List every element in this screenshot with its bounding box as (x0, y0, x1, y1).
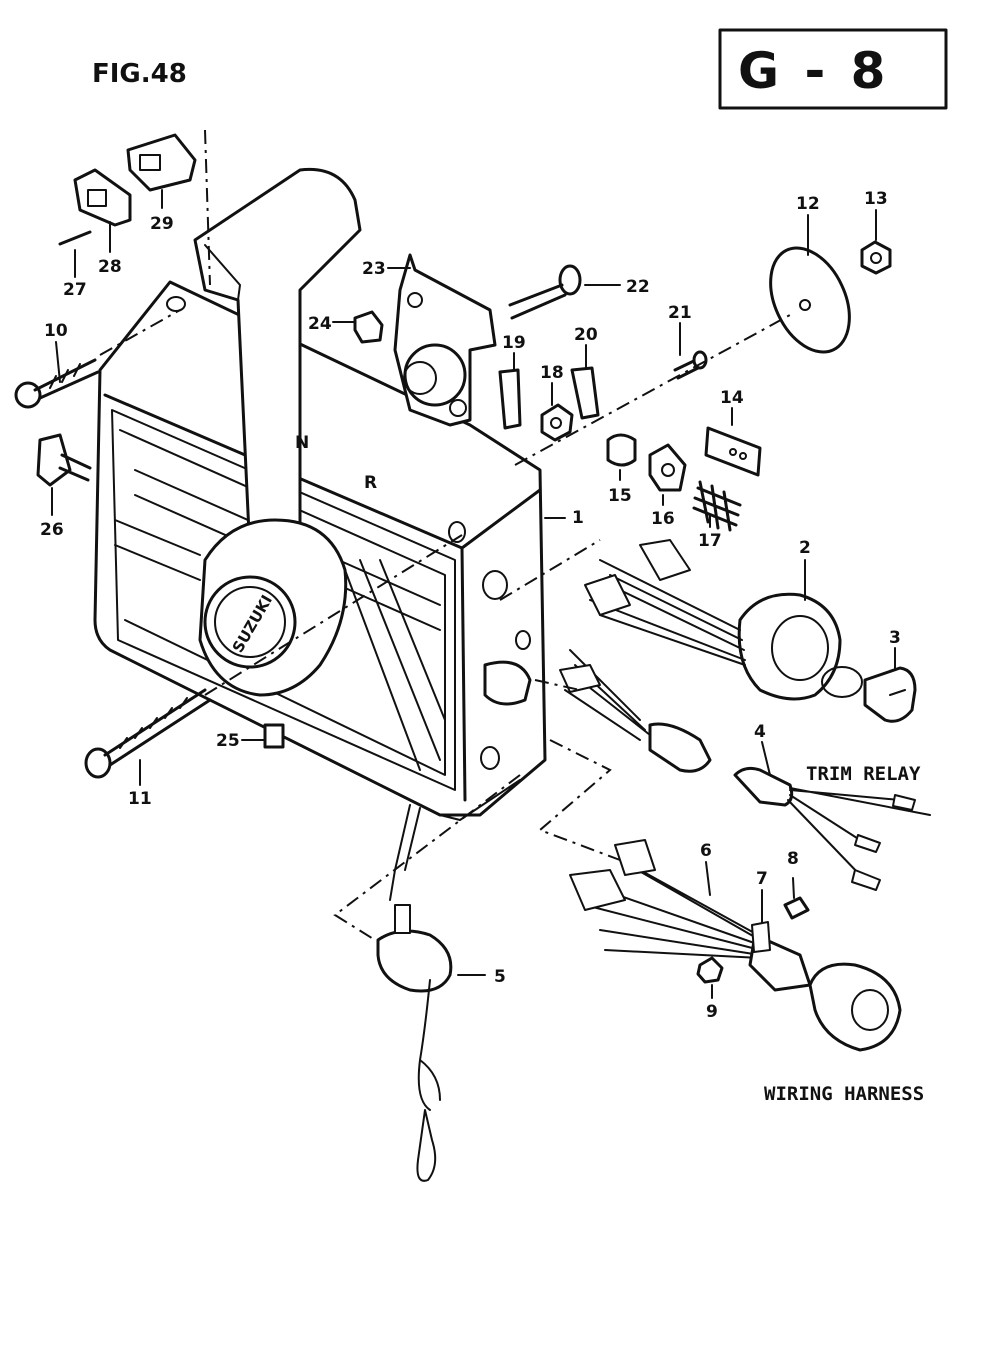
callout-10: 10 (44, 321, 68, 341)
callout-4: 4 (754, 722, 766, 742)
control-lever: SUZUKI N R (193, 167, 377, 697)
part-13-nut (860, 240, 892, 275)
callout-8: 8 (787, 849, 799, 869)
callout-3: 3 (889, 628, 901, 648)
callout-27: 27 (63, 280, 87, 300)
part-18-nut (540, 403, 574, 442)
callout-13: 13 (864, 189, 888, 209)
part-harness-middle (559, 649, 712, 773)
part-16-clip (648, 443, 687, 492)
assembly-lines (99, 129, 791, 941)
shift-marker-n: N (295, 433, 309, 453)
callout-16: 16 (651, 509, 675, 529)
callout-7: 7 (756, 869, 768, 889)
callout-29: 29 (150, 214, 174, 234)
bracket-plate (393, 253, 497, 427)
part-29-switch (126, 133, 197, 192)
part-4-trim-relay (733, 766, 931, 891)
part-2-ignition-switch (584, 539, 863, 701)
part-17-spring (692, 480, 742, 532)
callout-17: 17 (698, 531, 722, 551)
callout-2: 2 (799, 538, 811, 558)
callout-20: 20 (574, 325, 598, 345)
callout-14: 14 (720, 388, 744, 408)
callout-19: 19 (502, 333, 526, 353)
callout-leaders (51, 189, 896, 999)
callout-12: 12 (796, 194, 820, 214)
part-20-clip (570, 366, 600, 420)
part-5-lanyard-switch (376, 804, 453, 1182)
part-27-screw (58, 230, 92, 246)
section-code: G - 8 (738, 42, 889, 100)
part-12-washer (769, 246, 851, 354)
section-code-box: G - 8 (718, 28, 948, 110)
callout-21: 21 (668, 303, 692, 323)
part-28-plate (73, 168, 132, 227)
callout-9: 9 (706, 1002, 718, 1022)
part-14-plate (704, 426, 762, 477)
part-10-screw (14, 358, 100, 409)
part-19-clip (498, 368, 522, 430)
part-15-cap (606, 433, 637, 467)
figure-number: FIG.48 (92, 59, 187, 89)
callout-23: 23 (362, 259, 386, 279)
callout-5: 5 (494, 967, 506, 987)
callout-25: 25 (216, 731, 240, 751)
callout-labels: 1 2 3 4 5 6 7 8 9 10 11 12 13 14 15 16 1… (40, 189, 901, 1022)
part-6-wiring-harness (569, 839, 902, 1052)
callout-11: 11 (128, 789, 152, 809)
caption-trim-relay: TRIM RELAY (806, 763, 921, 785)
part-8-bolt (783, 896, 810, 920)
callout-28: 28 (98, 257, 122, 277)
shift-marker-r: R (364, 473, 377, 493)
part-7-bracket (751, 921, 771, 953)
callout-22: 22 (626, 277, 650, 297)
part-26-stud (36, 433, 92, 487)
part-25-nut (263, 723, 285, 749)
part-3-key (863, 666, 917, 723)
callout-26: 26 (40, 520, 64, 540)
callout-1: 1 (572, 508, 584, 528)
part-22-bolt (508, 264, 582, 320)
callout-24: 24 (308, 314, 332, 334)
callout-6: 6 (700, 841, 712, 861)
part-21-screw (673, 350, 708, 380)
caption-wiring-harness: WIRING HARNESS (764, 1083, 924, 1105)
callout-15: 15 (608, 486, 632, 506)
part-24-block (353, 310, 384, 344)
part-9-nut (696, 956, 724, 984)
callout-18: 18 (540, 363, 564, 383)
part-11-screw (84, 688, 212, 779)
